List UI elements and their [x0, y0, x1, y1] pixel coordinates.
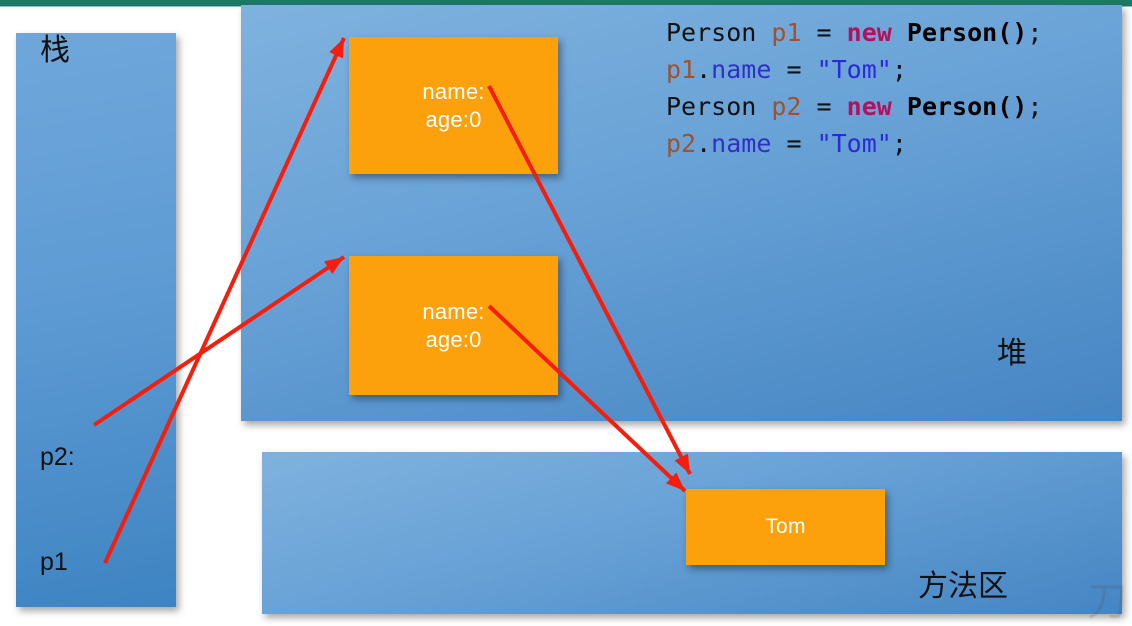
code-line-3: Person p2 = new Person();	[666, 88, 1042, 125]
code-token	[801, 18, 816, 47]
code-token	[756, 92, 771, 121]
code-token: p2	[771, 92, 802, 121]
code-token: =	[816, 92, 832, 121]
top-ribbon-bar	[0, 0, 1132, 6]
code-token: .	[696, 129, 712, 158]
code-token	[832, 92, 847, 121]
code-token: name	[711, 55, 772, 84]
code-token: new	[846, 92, 892, 121]
person-object-1-field-name: name:	[422, 78, 485, 104]
code-token: Person	[666, 18, 757, 47]
code-token: ;	[1027, 92, 1043, 121]
code-token: "Tom"	[816, 55, 892, 84]
code-token: =	[786, 55, 802, 84]
person-object-1: name: age:0	[349, 37, 558, 174]
method-area-label: 方法区	[918, 569, 1008, 604]
person-object-2: name: age:0	[349, 256, 558, 395]
code-token: p1	[666, 55, 697, 84]
person-object-2-field-name: name:	[422, 298, 485, 324]
code-token: ()	[997, 18, 1028, 47]
code-token: =	[786, 129, 802, 158]
code-token	[802, 129, 817, 158]
code-token: new	[846, 18, 892, 47]
string-constant-tom-label: Tom	[765, 515, 806, 538]
code-snippet: Person p1 = new Person();p1.name = "Tom"…	[666, 14, 1042, 162]
stack-region-label: 栈	[40, 33, 70, 68]
code-token	[756, 18, 771, 47]
code-token: ()	[997, 92, 1028, 121]
code-token: name	[711, 129, 772, 158]
code-token: p1	[771, 18, 802, 47]
corner-watermark: 刀	[1087, 580, 1127, 624]
code-token	[892, 92, 907, 121]
heap-region-label: 堆	[997, 336, 1027, 371]
code-token: =	[816, 18, 832, 47]
stack-slot-p1: p1	[40, 548, 68, 576]
code-token	[771, 55, 786, 84]
code-token	[801, 92, 816, 121]
code-token: Person	[666, 92, 757, 121]
code-line-2: p1.name = "Tom";	[666, 51, 1042, 88]
code-token: .	[696, 55, 712, 84]
code-token: ;	[891, 129, 907, 158]
code-token	[832, 18, 847, 47]
code-token: Person	[906, 92, 998, 121]
code-token	[802, 55, 817, 84]
code-token: Person	[906, 18, 998, 47]
code-token: ;	[891, 55, 907, 84]
code-token: "Tom"	[816, 129, 892, 158]
string-constant-tom: Tom	[686, 489, 885, 565]
person-object-2-field-age: age:0	[425, 326, 482, 352]
code-token	[892, 18, 907, 47]
code-token	[771, 129, 786, 158]
code-line-4: p2.name = "Tom";	[666, 125, 1042, 162]
stack-slot-p2: p2:	[40, 443, 75, 471]
code-line-1: Person p1 = new Person();	[666, 14, 1042, 51]
code-token: p2	[666, 129, 697, 158]
code-token: ;	[1027, 18, 1043, 47]
stack-region	[16, 33, 176, 607]
person-object-1-field-age: age:0	[425, 106, 482, 132]
